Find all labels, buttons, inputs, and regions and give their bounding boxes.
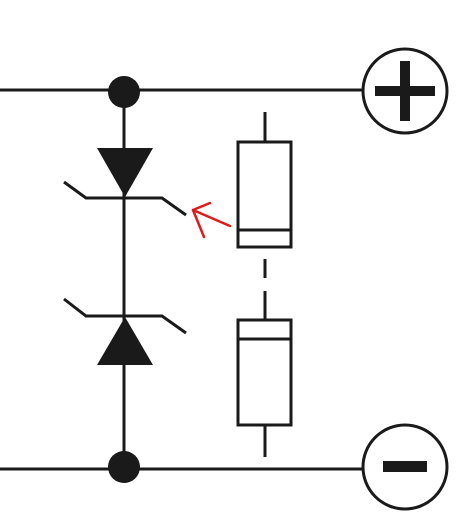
annotation-arrow-shaft bbox=[191, 208, 232, 228]
diode-cathode-bar-upper bbox=[63, 180, 187, 217]
negative-terminal bbox=[361, 423, 449, 511]
diode-package-lower bbox=[236, 291, 293, 457]
tvs-diode-lower bbox=[63, 297, 187, 365]
diode-cathode-bar-lower bbox=[63, 297, 187, 335]
diode-package-upper bbox=[236, 112, 293, 278]
plus-icon bbox=[375, 61, 435, 121]
diode-triangle-upper bbox=[97, 148, 153, 197]
tvs-diode-upper bbox=[63, 148, 187, 217]
annotation-arrow bbox=[191, 201, 232, 239]
package-body-lower bbox=[236, 318, 293, 427]
positive-terminal bbox=[361, 47, 449, 135]
junction-dot-top bbox=[108, 76, 140, 108]
annotation-arrow-head bbox=[191, 201, 212, 239]
junction-dot-bottom bbox=[108, 451, 140, 483]
package-body-upper bbox=[236, 140, 293, 249]
minus-icon bbox=[383, 461, 427, 472]
diode-triangle-lower bbox=[97, 317, 153, 365]
